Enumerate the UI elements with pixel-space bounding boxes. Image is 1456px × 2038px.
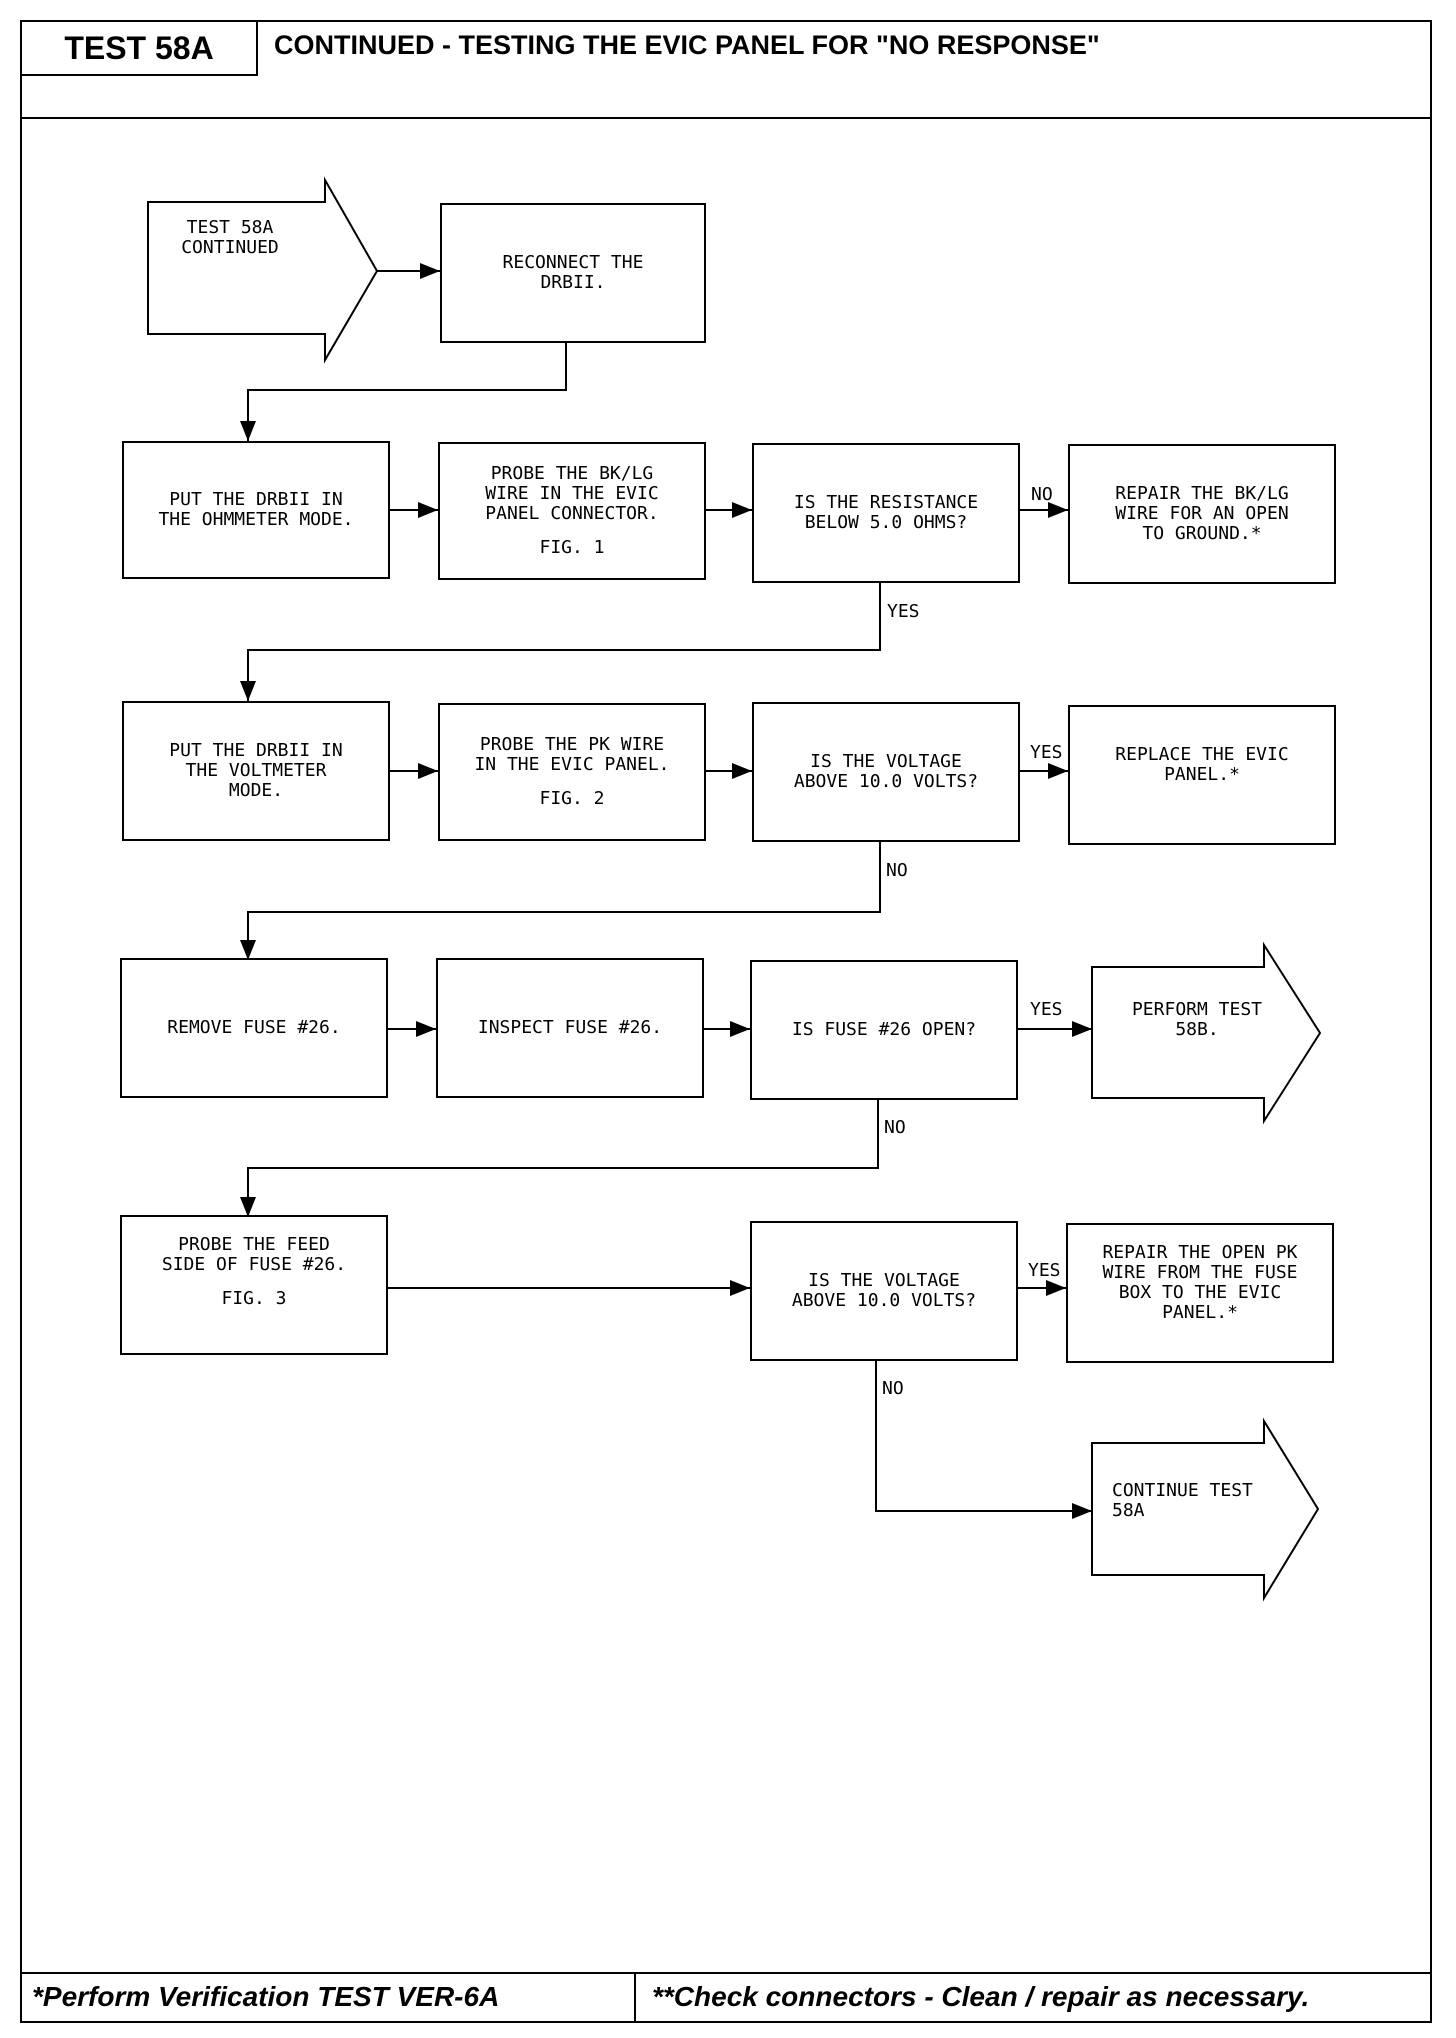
no-label-voltage-2: NO [882, 1378, 904, 1399]
fig-1-ref: FIG. 1 [539, 537, 605, 558]
inspect-fuse-box: INSPECT FUSE #26. [436, 958, 704, 1098]
no-label-voltage-1: NO [886, 860, 908, 881]
repair-bklg-box: REPAIR THE BK/LG WIRE FOR AN OPEN TO GRO… [1068, 444, 1336, 584]
resistance-question-text: IS THE RESISTANCE BELOW 5.0 OHMS? [793, 492, 979, 533]
fuse-open-question-text: IS FUSE #26 OPEN? [791, 1019, 977, 1040]
no-label-fuse: NO [884, 1117, 906, 1138]
remove-fuse-text: REMOVE FUSE #26. [167, 1017, 341, 1038]
inspect-fuse-text: INSPECT FUSE #26. [477, 1017, 663, 1038]
voltage-question-2-text: IS THE VOLTAGE ABOVE 10.0 VOLTS? [791, 1270, 977, 1311]
probe-bklg-text: PROBE THE BK/LG WIRE IN THE EVIC PANEL C… [485, 463, 659, 524]
no-label-resistance: NO [1031, 484, 1053, 505]
page-title: CONTINUED - TESTING THE EVIC PANEL FOR "… [274, 30, 1100, 60]
ohmmeter-mode-box: PUT THE DRBII IN THE OHMMETER MODE. [122, 441, 390, 579]
repair-bklg-text: REPAIR THE BK/LG WIRE FOR AN OPEN TO GRO… [1115, 483, 1289, 544]
replace-evic-box: REPLACE THE EVIC PANEL.* [1068, 705, 1336, 845]
yes-label-voltage-1: YES [1030, 742, 1063, 763]
voltage-question-2-box: IS THE VOLTAGE ABOVE 10.0 VOLTS? [750, 1221, 1018, 1361]
perform-58b-label: PERFORM TEST 58B. [1131, 999, 1263, 1040]
voltage-question-1-text: IS THE VOLTAGE ABOVE 10.0 VOLTS? [793, 751, 979, 792]
perform-58b-arrow-shape [1091, 941, 1322, 1125]
footer-column-divider [634, 1972, 636, 2023]
continue-58a-arrow-shape [1091, 1417, 1320, 1602]
replace-evic-text: REPLACE THE EVIC PANEL.* [1115, 744, 1289, 785]
page-frame [20, 20, 1432, 2023]
yes-label-voltage-2: YES [1028, 1260, 1061, 1281]
voltmeter-mode-box: PUT THE DRBII IN THE VOLTMETER MODE. [122, 701, 390, 841]
start-label: TEST 58A CONTINUED [181, 217, 279, 258]
probe-feed-text: PROBE THE FEED SIDE OF FUSE #26. [161, 1234, 347, 1275]
yes-label-resistance: YES [887, 601, 920, 622]
remove-fuse-box: REMOVE FUSE #26. [120, 958, 388, 1098]
header-divider [20, 117, 1432, 119]
voltage-question-1-box: IS THE VOLTAGE ABOVE 10.0 VOLTS? [752, 702, 1020, 842]
probe-bklg-box: PROBE THE BK/LG WIRE IN THE EVIC PANEL C… [438, 442, 706, 580]
repair-pk-text: REPAIR THE OPEN PK WIRE FROM THE FUSE BO… [1102, 1242, 1298, 1323]
fig-3-ref: FIG. 3 [221, 1288, 287, 1309]
yes-label-fuse: YES [1030, 999, 1063, 1020]
reconnect-drbii-text: RECONNECT THE DRBII. [502, 252, 644, 293]
test-id-tab: TEST 58A [22, 22, 258, 76]
start-arrow-shape [147, 176, 379, 364]
ohmmeter-mode-text: PUT THE DRBII IN THE OHMMETER MODE. [158, 489, 354, 530]
probe-pk-box: PROBE THE PK WIRE IN THE EVIC PANEL. FIG… [438, 703, 706, 841]
continue-58a-label: CONTINUE TEST 58A [1112, 1480, 1253, 1521]
footer-connectors-note: **Check connectors - Clean / repair as n… [652, 1981, 1310, 2012]
voltmeter-mode-text: PUT THE DRBII IN THE VOLTMETER MODE. [169, 740, 343, 801]
resistance-question-box: IS THE RESISTANCE BELOW 5.0 OHMS? [752, 443, 1020, 583]
footer-divider [20, 1972, 1432, 1974]
fig-2-ref: FIG. 2 [539, 788, 605, 809]
repair-pk-box: REPAIR THE OPEN PK WIRE FROM THE FUSE BO… [1066, 1223, 1334, 1363]
probe-feed-box: PROBE THE FEED SIDE OF FUSE #26. FIG. 3 [120, 1215, 388, 1355]
probe-pk-text: PROBE THE PK WIRE IN THE EVIC PANEL. [474, 734, 670, 775]
fuse-open-question-box: IS FUSE #26 OPEN? [750, 960, 1018, 1100]
reconnect-drbii-box: RECONNECT THE DRBII. [440, 203, 706, 343]
footer-verification-note: *Perform Verification TEST VER-6A [32, 1981, 500, 2012]
